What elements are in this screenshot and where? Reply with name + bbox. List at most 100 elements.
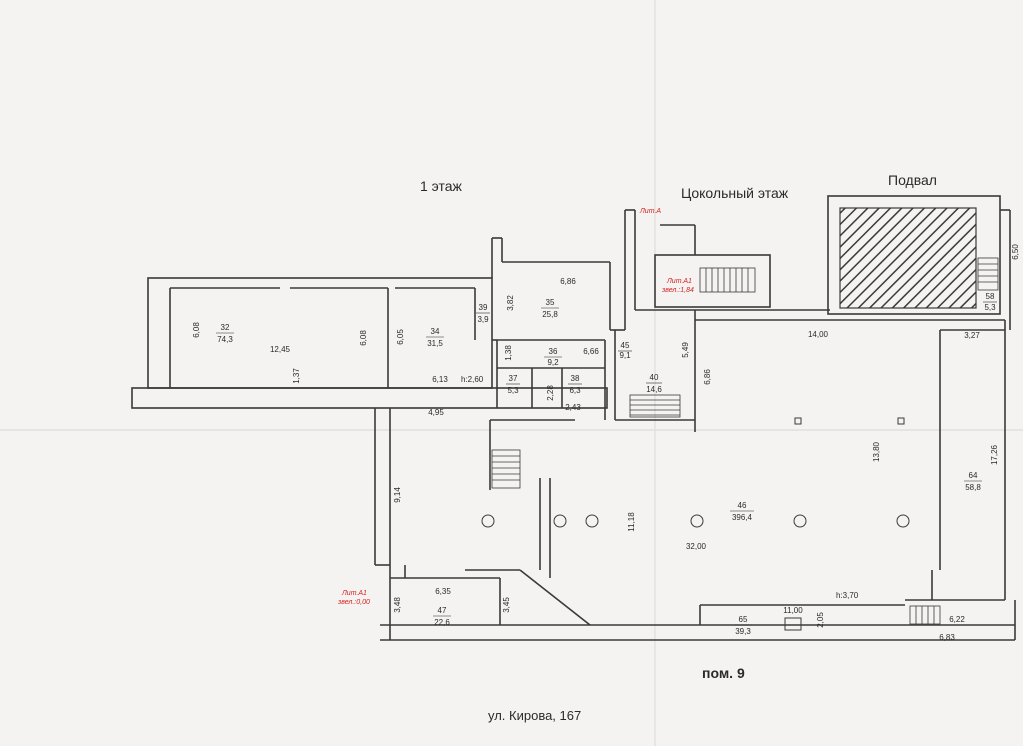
room-38: 38 6,3 [568, 374, 582, 395]
room-32: 32 74,3 [216, 323, 234, 344]
svg-text:37: 37 [509, 374, 518, 383]
stair-cellar [977, 257, 999, 291]
svg-text:39,3: 39,3 [735, 627, 751, 636]
stair-middle [629, 394, 681, 418]
column [481, 514, 495, 528]
svg-text:5,49: 5,49 [681, 342, 690, 358]
column [897, 417, 905, 425]
svg-text:3,9: 3,9 [477, 315, 489, 324]
column [794, 417, 802, 425]
svg-text:25,8: 25,8 [542, 310, 558, 319]
column [585, 514, 599, 528]
svg-text:6,50: 6,50 [1011, 244, 1020, 260]
svg-text:22,6: 22,6 [434, 618, 450, 627]
svg-text:5,3: 5,3 [984, 303, 996, 312]
svg-text:6,08: 6,08 [192, 322, 201, 338]
svg-text:h:2,60: h:2,60 [461, 375, 484, 384]
svg-text:31,5: 31,5 [427, 339, 443, 348]
room-64: 64 58,8 [964, 471, 982, 492]
svg-text:3,27: 3,27 [964, 331, 980, 340]
room-35: 35 25,8 [541, 298, 559, 319]
cellar-hatched-zone [839, 207, 977, 309]
room-36: 36 9,2 [544, 347, 562, 367]
svg-text:74,3: 74,3 [217, 335, 233, 344]
floor1-title: 1 этаж [420, 178, 463, 194]
lit-a1-bottom-marker: Лит.А1 [341, 590, 367, 597]
svg-text:46: 46 [738, 501, 747, 510]
svg-text:6,86: 6,86 [560, 277, 576, 286]
svg-text:6,13: 6,13 [432, 375, 448, 384]
svg-text:6,08: 6,08 [359, 330, 368, 346]
svg-text:34: 34 [431, 327, 440, 336]
svg-text:65: 65 [739, 615, 748, 624]
svg-text:h:3,70: h:3,70 [836, 591, 859, 600]
svg-text:6,3: 6,3 [569, 386, 581, 395]
basement-stair-block [654, 224, 771, 308]
column [896, 514, 910, 528]
svg-text:4,95: 4,95 [428, 408, 444, 417]
svg-text:6,35: 6,35 [435, 587, 451, 596]
svg-text:35: 35 [546, 298, 555, 307]
svg-text:11,00: 11,00 [783, 606, 803, 615]
lit-a1-top-marker: Лит.А1 [666, 278, 692, 285]
svg-text:58,8: 58,8 [965, 483, 981, 492]
lit-a-marker: Лит.А [639, 208, 661, 215]
svg-text:14,00: 14,00 [808, 330, 829, 339]
zvel-bottom-marker: звел.:0,00 [337, 599, 370, 606]
svg-text:3,48: 3,48 [393, 597, 402, 613]
address-label: ул. Кирова, 167 [488, 708, 581, 723]
svg-text:38: 38 [571, 374, 580, 383]
svg-text:17,26: 17,26 [990, 444, 999, 465]
cellar-walls [827, 195, 1011, 330]
svg-text:32,00: 32,00 [686, 542, 707, 551]
room-40: 40 14,6 [646, 373, 662, 394]
room-47: 47 22,6 [433, 606, 451, 627]
left-wing-walls [131, 209, 636, 420]
basement-floor-title: Цокольный этаж [681, 185, 789, 201]
dimension-labels: 6,08 12,45 6,08 1,37 6,05 6,13 h:2,60 3,… [192, 244, 1020, 642]
room-39: 39 3,9 [476, 303, 490, 324]
svg-text:11,18: 11,18 [627, 512, 636, 532]
svg-text:36: 36 [549, 347, 558, 356]
svg-text:6,86: 6,86 [703, 369, 712, 385]
svg-text:3,82: 3,82 [506, 295, 515, 311]
stair-top [699, 267, 756, 293]
svg-text:2,43: 2,43 [565, 403, 581, 412]
cellar-title: Подвал [888, 172, 937, 188]
svg-text:5,3: 5,3 [507, 386, 519, 395]
svg-text:58: 58 [986, 292, 995, 301]
fixture [784, 617, 802, 631]
svg-text:6,66: 6,66 [583, 347, 599, 356]
svg-text:1,38: 1,38 [504, 345, 513, 361]
room-46: 46 396,4 [730, 501, 754, 522]
room-34: 34 31,5 [426, 327, 444, 348]
column [553, 514, 567, 528]
zvel-top-marker: звел.:1,84 [661, 287, 694, 294]
room-45: 45 9,1 [618, 341, 632, 360]
room-65: 65 39,3 [734, 615, 752, 636]
svg-text:9,2: 9,2 [547, 358, 559, 367]
premises-title: пом. 9 [702, 665, 745, 681]
svg-text:6,05: 6,05 [396, 329, 405, 345]
svg-text:2,28: 2,28 [546, 385, 555, 401]
svg-text:64: 64 [969, 471, 978, 480]
svg-text:39: 39 [479, 303, 488, 312]
svg-text:9,14: 9,14 [393, 487, 402, 503]
stair-lower [491, 449, 521, 489]
svg-text:45: 45 [621, 341, 630, 350]
svg-text:2,05: 2,05 [816, 612, 825, 628]
svg-text:1,37: 1,37 [292, 368, 301, 384]
svg-text:396,4: 396,4 [732, 513, 753, 522]
svg-text:32: 32 [221, 323, 230, 332]
column [793, 514, 807, 528]
svg-text:6,83: 6,83 [939, 633, 955, 642]
svg-text:3,45: 3,45 [502, 597, 511, 613]
lower-wing-walls [374, 408, 591, 640]
stair-bottom-right [909, 605, 941, 625]
room-37: 37 5,3 [506, 374, 520, 395]
svg-text:14,6: 14,6 [646, 385, 662, 394]
column [690, 514, 704, 528]
svg-text:47: 47 [438, 606, 447, 615]
svg-text:13,80: 13,80 [872, 441, 881, 462]
